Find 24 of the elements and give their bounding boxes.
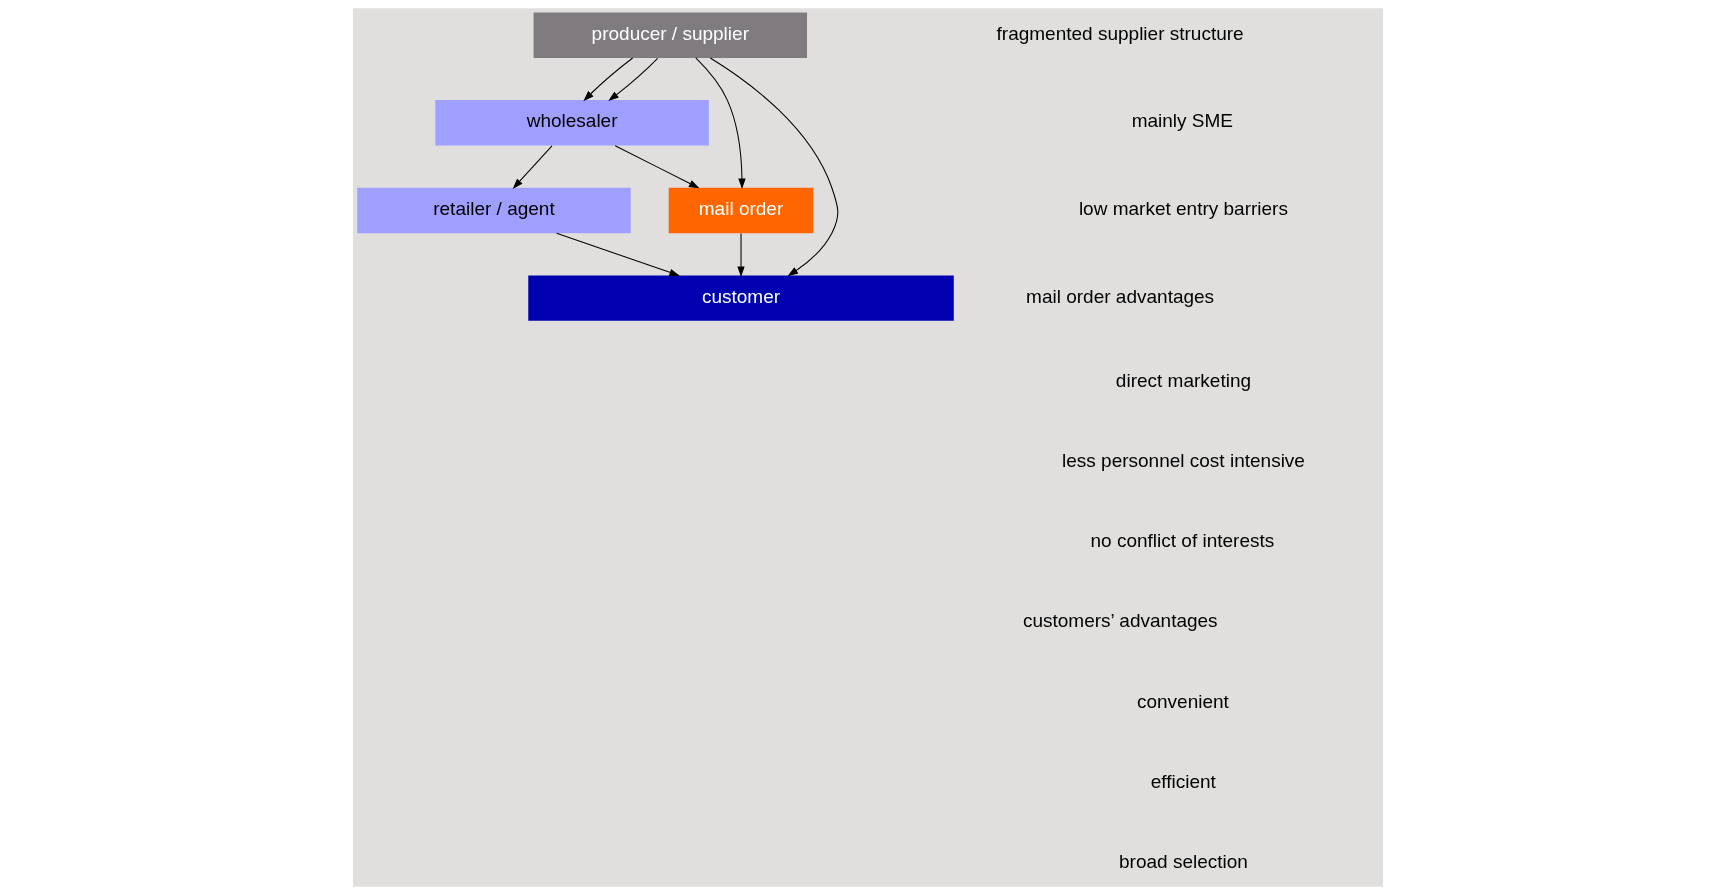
node-box: mail order	[668, 187, 814, 234]
label: less personnel cost intensive	[1062, 449, 1305, 471]
arrow	[512, 145, 553, 189]
label: fragmented supplier structure	[996, 22, 1244, 44]
arrow	[709, 57, 839, 277]
arrow	[583, 57, 634, 102]
arrow	[614, 145, 700, 189]
label: broad selection	[1119, 851, 1248, 873]
arrow	[737, 233, 745, 277]
label: convenient	[1136, 690, 1229, 712]
label: mainly SME	[1131, 110, 1234, 132]
arrow	[556, 232, 680, 276]
node-box: retailer / agent	[357, 187, 631, 234]
label: direct marketing	[1115, 369, 1252, 391]
arrow	[608, 57, 659, 102]
label: customers’ advantages	[1022, 610, 1218, 632]
node-box: wholesaler	[435, 100, 709, 146]
label: efficient	[1150, 770, 1216, 792]
label: mail order advantages	[1026, 285, 1215, 307]
label: no conflict of interests	[1090, 530, 1275, 552]
node-box: producer / supplier	[533, 12, 807, 58]
arrow	[695, 57, 746, 190]
label: low market entry barriers	[1078, 198, 1288, 220]
node-box: customer	[528, 275, 954, 321]
